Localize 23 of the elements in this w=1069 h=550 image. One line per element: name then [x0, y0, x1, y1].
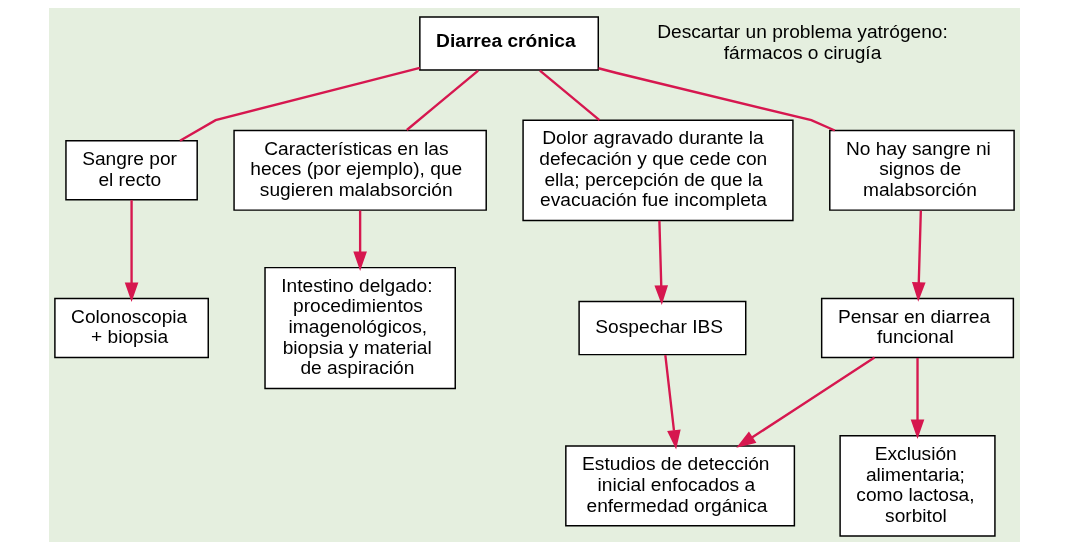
node-box: Exclusión alimentaria; como lactosa, sorbitol [839, 435, 996, 537]
node-box: Pensar en diarrea funcional [820, 297, 1015, 359]
arrow [664, 355, 681, 450]
arrow [911, 210, 926, 302]
node-box: Sangre por el recto [65, 140, 198, 201]
arrow [736, 356, 876, 448]
connector [539, 69, 601, 122]
arrow [353, 210, 367, 271]
arrow [654, 220, 669, 305]
connector [598, 67, 836, 132]
arrow [910, 357, 925, 440]
node-box: Sospechar IBS [578, 300, 747, 356]
node-box: Colonoscopia + biopsia [54, 297, 209, 359]
node-box: Estudios de detección inicial enfocados a enfermedad orgánica [565, 445, 796, 527]
arrow [124, 200, 139, 302]
label: Descartar un problema yatrógeno: fármacos o cirugía [657, 21, 948, 63]
node-box: Diarrea crónica [419, 16, 599, 71]
node-box: Dolor agravado durante la defecación y que cede con ella; percepción de que la evacuación fue incompleta [522, 119, 794, 222]
node-box: Intestino delgado: procedimientos imagenológicos, biopsia y material de aspiración [264, 266, 456, 390]
node-box: No hay sangre ni signos de malabsorción [829, 129, 1015, 211]
node-box: Características en las heces (por ejemplo), que sugieren malabsorción [233, 129, 487, 211]
connector [406, 69, 479, 131]
connector [179, 66, 421, 142]
